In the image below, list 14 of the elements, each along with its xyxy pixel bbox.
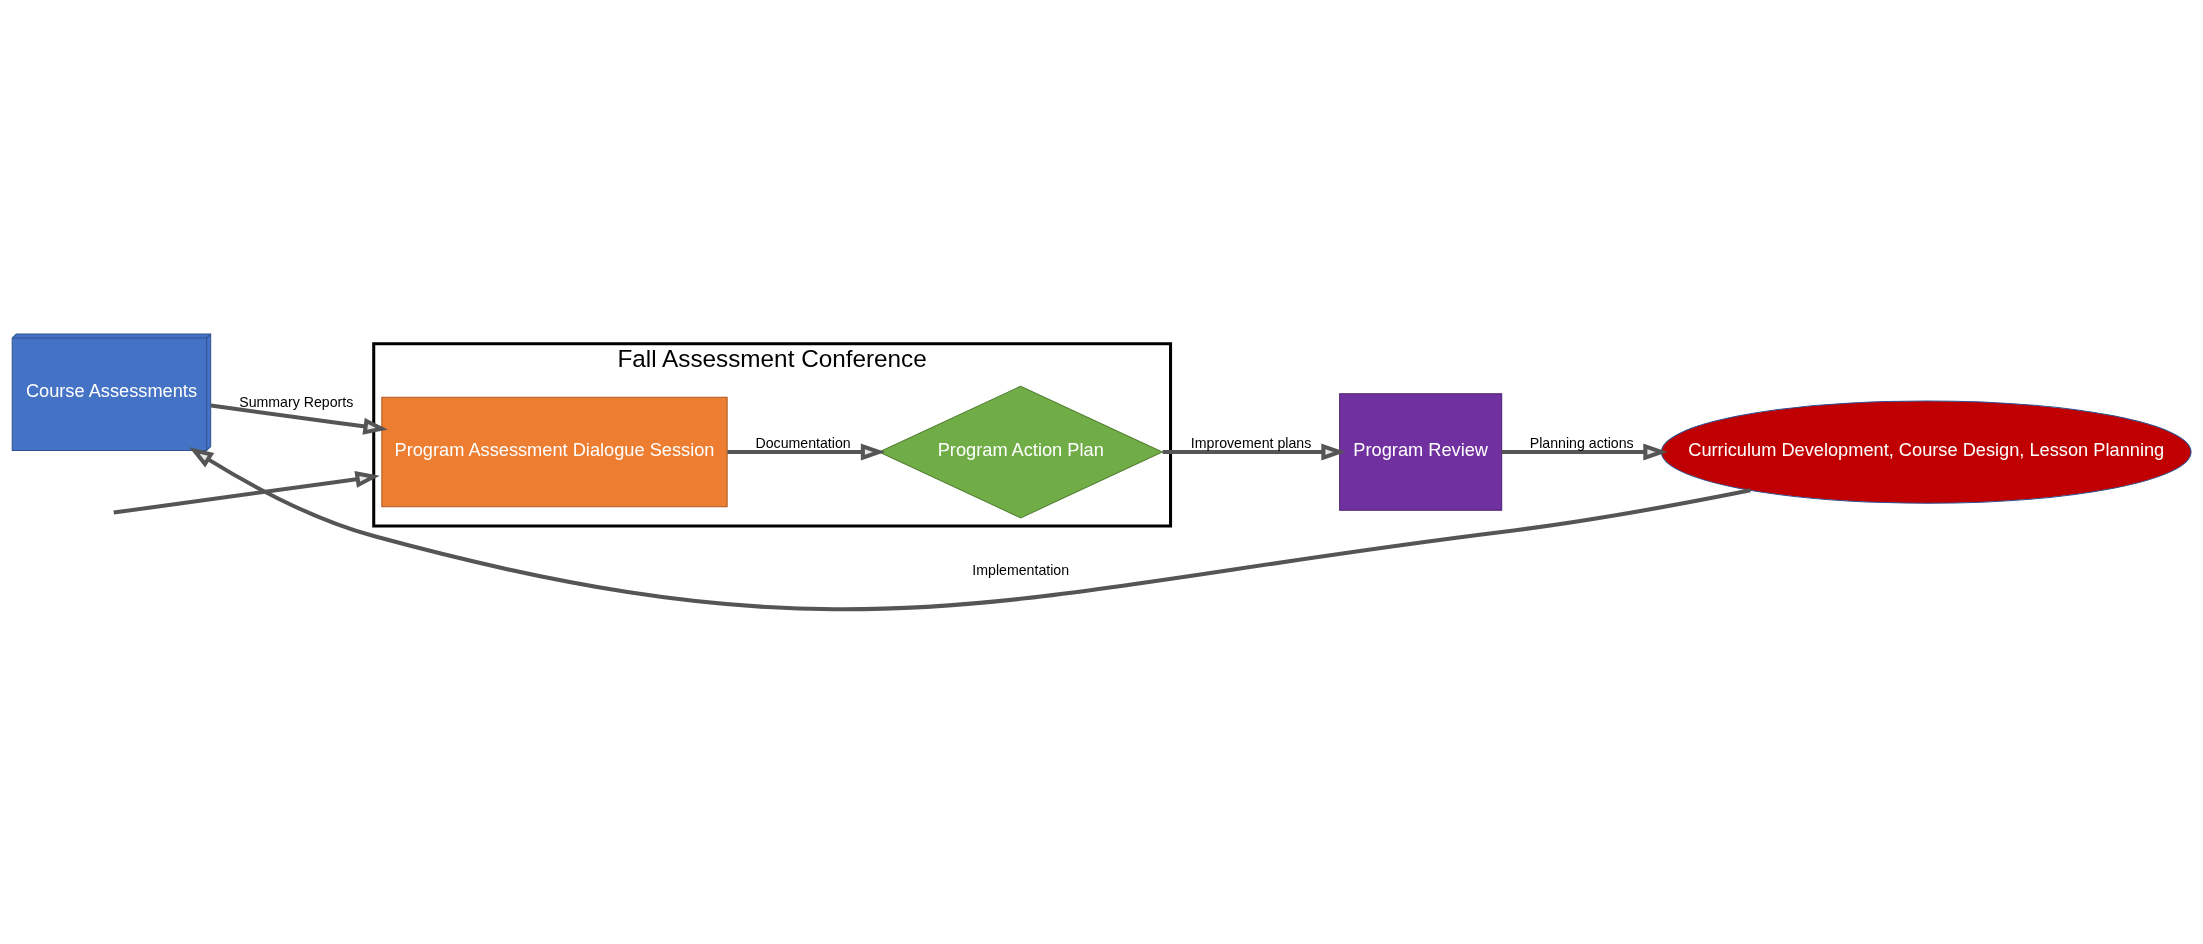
arrow — [113, 470, 380, 515]
edge-label: Planning actions — [1529, 435, 1634, 452]
arrow — [210, 403, 388, 435]
node-box: Program Assessment Dialogue Session — [381, 396, 728, 508]
edge-label: Improvement plans — [1190, 435, 1312, 452]
edge-label: Summary Reports — [239, 393, 354, 410]
edge-label: Documentation — [755, 435, 851, 452]
arrow — [1162, 443, 1346, 461]
arrow — [727, 443, 886, 461]
arrow — [1501, 443, 1668, 461]
edge-label: Implementation — [972, 561, 1070, 578]
arrow — [189, 447, 1751, 612]
node-box: Program Review — [1339, 393, 1503, 511]
node-ellipse: Curriculum Development, Course Design, Lesson Planning — [1660, 400, 2192, 504]
